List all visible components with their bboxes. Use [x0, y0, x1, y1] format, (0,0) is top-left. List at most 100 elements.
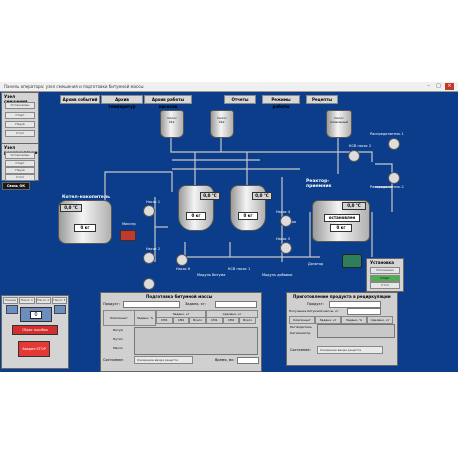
title-bar: Панель оператора: узел смешения и подгот… [0, 82, 458, 92]
prep-time-label: Время, мс: [215, 358, 235, 362]
ksv2-label: КСВ насос 2 [349, 144, 372, 148]
sub-col-sm2a: СМ2 [172, 317, 190, 324]
prep-data-grid [134, 327, 258, 355]
recirc-stop-button[interactable]: Стоп [5, 174, 35, 181]
tab-mode[interactable]: Режим [3, 297, 19, 304]
pump-3-icon[interactable] [143, 278, 155, 290]
pump2-label: Насос 2 [146, 247, 161, 251]
close-icon[interactable]: × [445, 83, 454, 90]
status-tabs: Режим Насос 1 Насос 2 Насос 3 [3, 297, 67, 304]
reactor-1-mass: 0 кг [186, 212, 206, 220]
minimize-icon[interactable]: – [427, 83, 430, 89]
sub-col-sm2b: СМ2 [222, 317, 240, 324]
indicator-right [54, 305, 66, 314]
cooker-temp: 0,0 °C [60, 204, 82, 212]
mixer-start-button[interactable]: Старт [5, 112, 35, 119]
silo-1-name: Силос [167, 116, 177, 120]
pump-1-icon[interactable] [143, 205, 155, 217]
recirc-row-solvent: Растворитель [290, 325, 312, 329]
recirc-pause-button[interactable]: Пауза [5, 167, 35, 174]
dispenser-2-icon[interactable] [388, 172, 400, 184]
silo-3-name: Силос [334, 116, 344, 120]
prep-time-field[interactable] [237, 357, 259, 364]
prep-product-field[interactable] [123, 301, 180, 308]
recirc-mass-field[interactable] [347, 308, 381, 315]
maximize-icon[interactable]: □ [436, 83, 441, 89]
mixer-status: Остановлен [5, 102, 35, 109]
counter-frame: 0 [20, 307, 52, 322]
pump1-label: Насос 1 [146, 200, 161, 204]
menu-reports[interactable]: Отчеты [224, 95, 256, 104]
reactor-1-temp: 0,0 °C [200, 192, 220, 200]
disp1-label: Распределитель 1 [370, 132, 404, 136]
sub-col-totala: Всего [189, 317, 207, 324]
mixer-label: Миксер [122, 222, 136, 226]
indicator-left [6, 305, 18, 314]
feeder2-label: Модуль добавки [262, 273, 293, 277]
recirc-panel: Приготовление продукта в рециркуляции Пр… [286, 292, 398, 366]
mixer-icon[interactable] [120, 230, 136, 241]
recirc-mass-label: Получение битумной массы, кг [289, 309, 339, 313]
pump-4-icon[interactable] [280, 215, 292, 227]
recirc-control-panel: Узел рециркуляции Остановлен Старт Пауза… [1, 143, 39, 181]
pump-6-icon[interactable] [176, 254, 188, 266]
receiver-mass: 0 кг [330, 224, 352, 232]
disp2-label: Распределитель 2 [370, 185, 404, 189]
pipe-disp2 [375, 186, 393, 212]
install-start-button[interactable]: Старт [370, 275, 400, 282]
install-stop-button[interactable]: Стоп [370, 282, 400, 289]
reset-errors-button[interactable]: Сброс ошибок [12, 325, 58, 335]
pump5-label: Насос 5 [276, 237, 291, 241]
tab-pump-1[interactable]: Насос 1 [19, 297, 35, 304]
silo-3-sub: плавленый [330, 120, 348, 124]
mixer-pause-button[interactable]: Пауза [5, 121, 35, 128]
menu-recipes[interactable]: Рецепты [306, 95, 338, 104]
sub-col-sm1b: СМ1 [206, 317, 223, 324]
prep-status-value: Ожидание ввода рецепта [134, 356, 193, 364]
recirc-col-component: Компонент [289, 316, 315, 324]
ksv1-label: КСВ насос 1 [228, 267, 251, 271]
recirc-product-field[interactable] [329, 301, 381, 308]
pump-2-icon[interactable] [143, 252, 155, 264]
tab-pump-2[interactable]: Насос 2 [35, 297, 51, 304]
row-oil: Масло [113, 346, 123, 350]
silo-2-sub: №2 [219, 120, 225, 124]
silo-2: Силос №2 [210, 110, 234, 138]
emergency-stop-button[interactable]: Авария STOP [18, 341, 50, 357]
tab-pump-3[interactable]: Насос 3 [51, 297, 67, 304]
prep-set-label: Задано, кг: [185, 302, 206, 306]
prep-set-field[interactable] [215, 301, 257, 308]
pump-5-icon[interactable] [280, 242, 292, 254]
prep-product-label: Продукт: [103, 302, 120, 306]
motor-icon[interactable] [342, 254, 362, 268]
pipe-cooker-up [104, 171, 173, 212]
recirc-status: Остановлен [5, 152, 35, 159]
recirc-row-catalyst: Катализатор [290, 331, 311, 335]
menu-modes[interactable]: Режимы работы [262, 95, 300, 109]
row-butyl: Бутил [113, 337, 123, 341]
recirc-panel-title-main: Приготовление продукта в рециркуляции [293, 294, 391, 299]
process-diagram [104, 134, 393, 262]
recirc-status-value: Ожидание ввода рецепта [317, 346, 383, 354]
cooker-mass: 0 кг [74, 224, 96, 232]
mixer-control-panel: Узел смешения Остановлен Старт Пауза Сто… [1, 92, 39, 144]
recirc-cols: Компонент Задано, кг Задано, % Сделано, … [289, 316, 393, 324]
reactor-2-mass: 0 кг [238, 212, 258, 220]
menu-pump-archive[interactable]: Архив работы насосов [144, 95, 192, 109]
install-panel: Установка Отключено Старт Стоп [366, 258, 404, 292]
menu-temperature-archive[interactable]: Архив температур [101, 95, 143, 109]
menu-events-archive[interactable]: Архив событий [60, 95, 100, 104]
dispenser-1-icon[interactable] [388, 138, 400, 150]
recirc-start-button[interactable]: Старт [5, 160, 35, 167]
status-panel: Режим Насос 1 Насос 2 Насос 3 0 Сброс ош… [1, 295, 69, 369]
cooker-title: Котел-накопитель [62, 195, 110, 200]
receiver-status: остановлен [324, 214, 360, 222]
row-bitum: Битум [113, 328, 123, 332]
silo-1: Силос №1 [160, 110, 184, 138]
mixer-stop-button[interactable]: Стоп [5, 130, 35, 137]
ksv-pump-2-icon[interactable] [348, 150, 360, 162]
receiver-title: Реактор-приемник [306, 179, 332, 189]
pump4-label: Насос 4 [276, 210, 291, 214]
install-title: Установка [370, 260, 394, 265]
reactor-2-temp: 0,0 °C [252, 192, 272, 200]
